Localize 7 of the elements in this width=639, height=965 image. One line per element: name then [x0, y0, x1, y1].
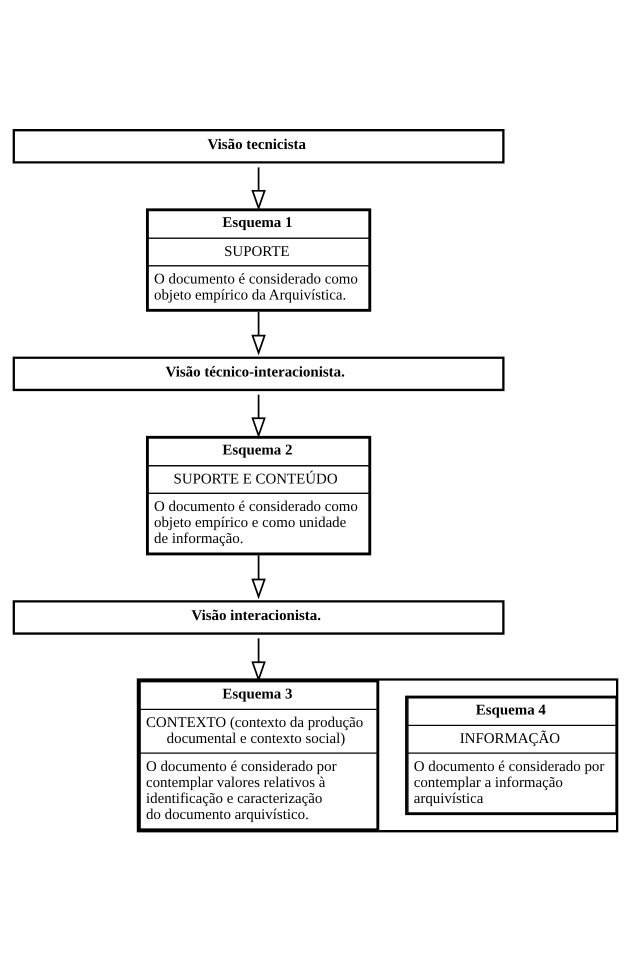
node-box: Visão técnico-interacionista. [12, 356, 505, 391]
arrow [251, 166, 266, 210]
node-box: Visão tecnicista [12, 128, 505, 164]
arrow [251, 394, 266, 438]
node-box: Visão interacionista. [12, 600, 505, 634]
arrow [251, 312, 266, 355]
arrow [251, 555, 266, 599]
